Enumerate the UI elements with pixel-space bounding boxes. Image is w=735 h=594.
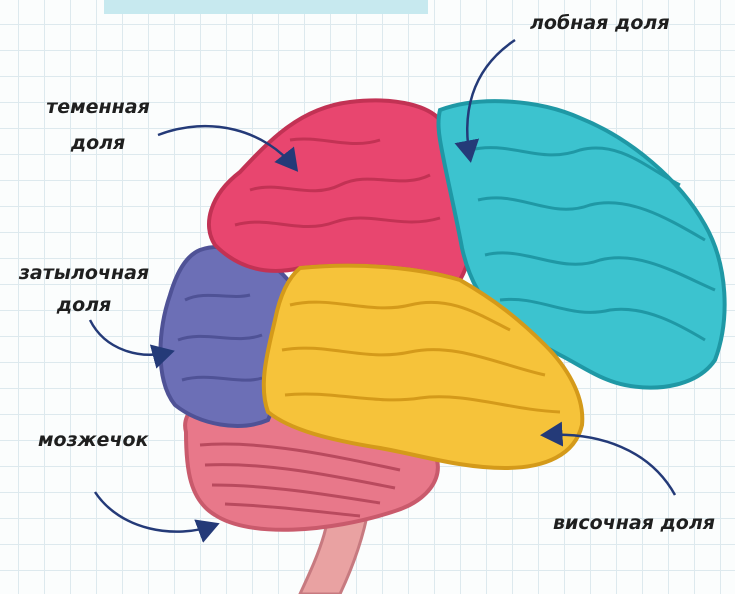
- label-cerebellum: мозжечок: [38, 425, 148, 455]
- label-parietal-lobe-line2: доля: [28, 128, 168, 158]
- label-occipital-lobe-line2: доля: [4, 290, 164, 320]
- parietal-lobe-region: [209, 100, 471, 280]
- label-frontal-lobe: лобная доля: [530, 8, 670, 38]
- label-occipital-lobe-line1: затылочная: [4, 258, 164, 288]
- arrow-occipital: [90, 320, 170, 355]
- label-temporal-lobe: височная доля: [553, 508, 715, 538]
- label-parietal-lobe-line1: теменная: [28, 92, 168, 122]
